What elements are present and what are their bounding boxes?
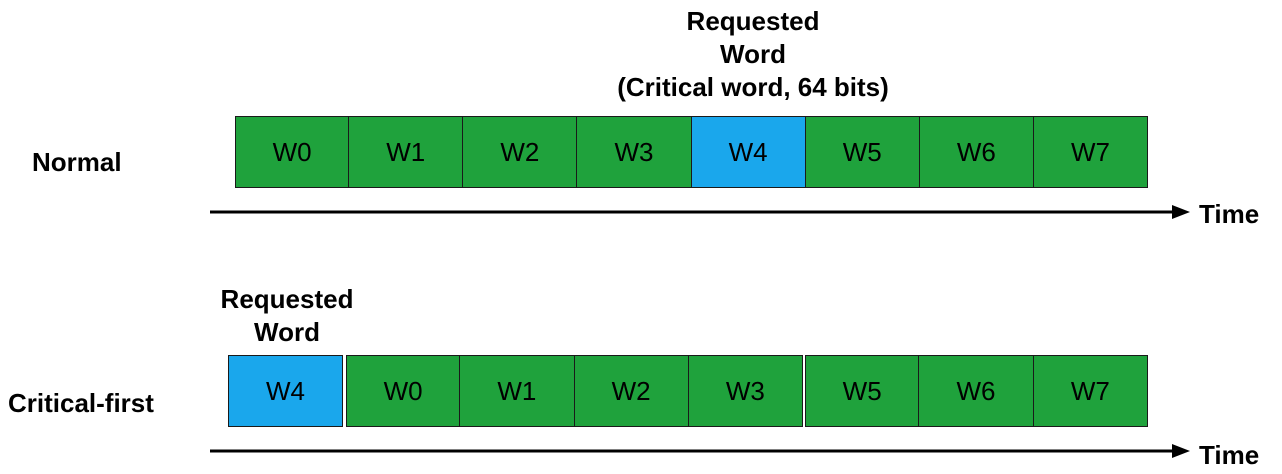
word-cell: W5 bbox=[805, 116, 920, 188]
annotation-line: Requested bbox=[686, 6, 820, 36]
annotation-line: Word bbox=[254, 317, 320, 347]
critical-first-time-axis bbox=[210, 444, 1190, 458]
normal-row-label: Normal bbox=[32, 147, 122, 177]
word-cell: W5 bbox=[805, 355, 920, 427]
word-cell: W0 bbox=[235, 116, 350, 188]
arrow-head-icon bbox=[1172, 205, 1190, 219]
word-cell: W1 bbox=[460, 355, 575, 427]
annotation-line: (Critical word, 64 bits) bbox=[617, 72, 889, 102]
word-cell: W6 bbox=[919, 116, 1034, 188]
normal-time-label: Time bbox=[1199, 199, 1260, 229]
critical-first-requested-word-annotation: Requested Word bbox=[221, 283, 354, 349]
word-cell: W1 bbox=[349, 116, 464, 188]
word-cell: W6 bbox=[919, 355, 1034, 427]
normal-time-axis bbox=[210, 205, 1190, 219]
word-cell: W3 bbox=[577, 116, 692, 188]
word-cell: W2 bbox=[574, 355, 689, 427]
critical-first-row-label: Critical-first bbox=[8, 388, 154, 418]
word-cell: W3 bbox=[688, 355, 803, 427]
annotation-line: Word bbox=[720, 39, 786, 69]
critical-first-time-label: Time bbox=[1199, 440, 1260, 470]
word-cell: W0 bbox=[346, 355, 461, 427]
annotation-line: Requested bbox=[220, 284, 354, 314]
critical-word-cell: W4 bbox=[691, 116, 806, 188]
word-cell: W7 bbox=[1033, 116, 1148, 188]
word-cell: W7 bbox=[1033, 355, 1148, 427]
arrow-head-icon bbox=[1172, 444, 1190, 458]
word-cell: W2 bbox=[463, 116, 578, 188]
critical-word-cell: W4 bbox=[228, 355, 343, 427]
normal-requested-word-annotation: Requested Word (Critical word, 64 bits) bbox=[617, 5, 889, 104]
critical-first-requested-block: W4 bbox=[228, 355, 343, 427]
